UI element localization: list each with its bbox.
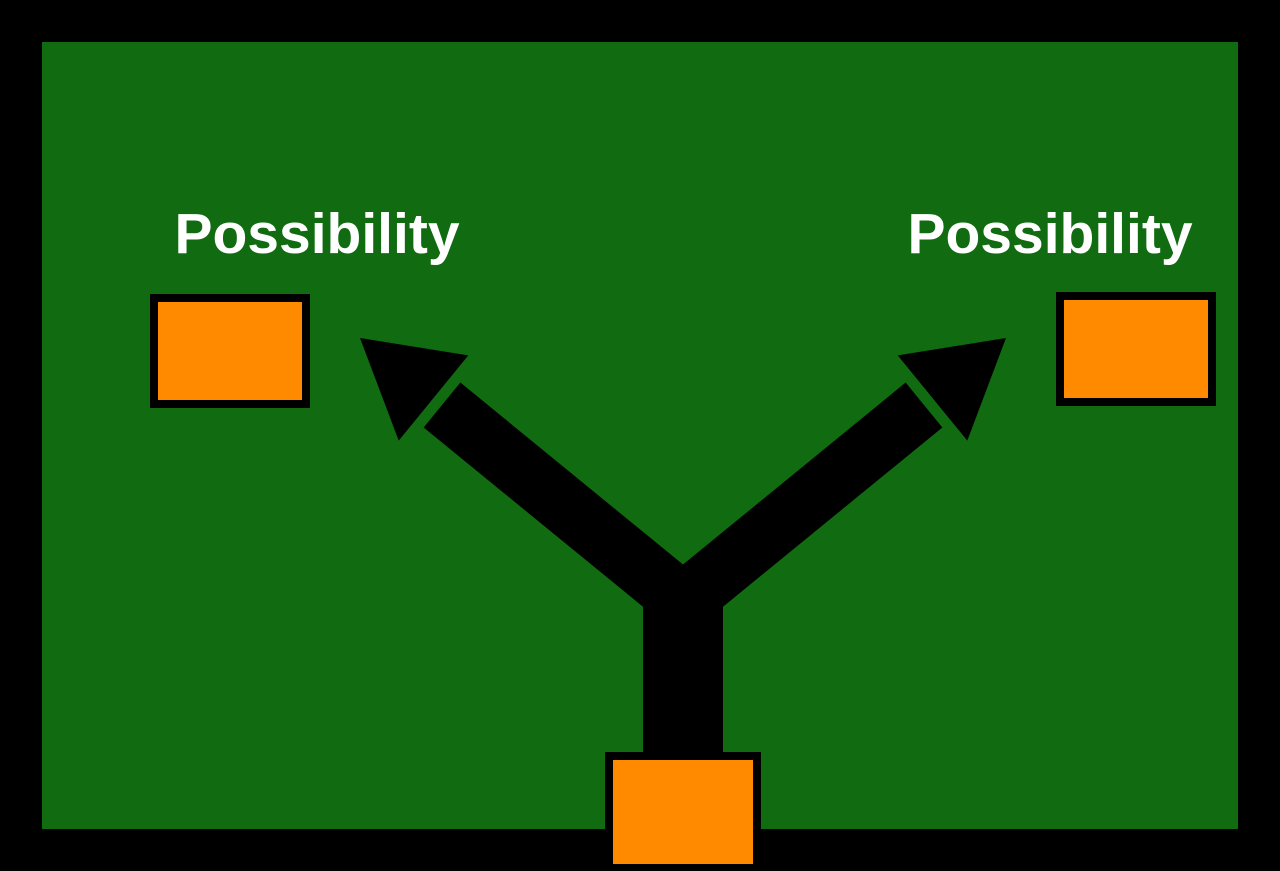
- arrow-left-head: [360, 338, 469, 441]
- possibility-label-left: Possibility: [174, 202, 460, 266]
- possibility-box-right: [1056, 292, 1216, 406]
- possibility-label-right: Possibility: [907, 202, 1193, 266]
- possibility-box-left: [150, 294, 310, 408]
- origin-box-bottom: [605, 752, 761, 871]
- arrow-right-head: [897, 338, 1006, 441]
- y-arrow: [360, 338, 1006, 768]
- arrow-left-shaft: [423, 382, 702, 625]
- diagram-canvas: Possibility Possibility: [42, 42, 1238, 871]
- arrow-right-shaft: [664, 382, 943, 625]
